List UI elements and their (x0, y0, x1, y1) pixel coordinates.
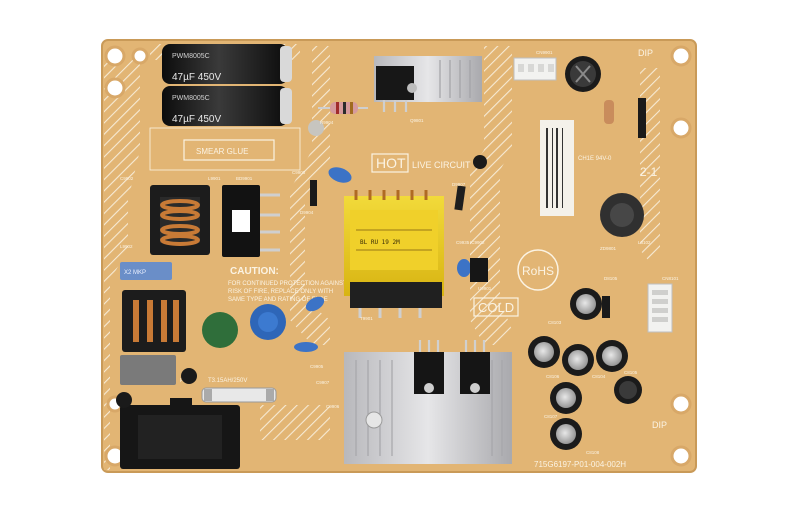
bridge-rectifier (222, 185, 280, 257)
svg-text:C9903: C9903 (292, 170, 306, 175)
svg-text:CN9901: CN9901 (536, 50, 553, 55)
hatch-zone-bottom-left (260, 405, 330, 440)
svg-text:L9902: L9902 (120, 244, 133, 249)
board-revision: 2-1 (640, 165, 658, 179)
rohs-logo: RoHS (522, 264, 554, 278)
small-caps-left (116, 368, 197, 408)
svg-text:C8106: C8106 (546, 374, 560, 379)
resistor (318, 102, 368, 114)
svg-text:C9902: C9902 (120, 176, 134, 181)
caution-line-1: FOR CONTINUED PROTECTION AGAINST (228, 281, 347, 287)
reference-designators: C9902 C9903 L9901 BD9901 CN9901 R9904 D9… (120, 50, 679, 455)
grey-component (120, 355, 176, 385)
svg-text:D9907: D9907 (452, 182, 466, 187)
diode (310, 180, 317, 206)
green-varistor (202, 312, 238, 348)
connector-output (647, 283, 673, 333)
fuse-rating: T3.15AH/250V (208, 378, 247, 384)
svg-text:C9907: C9907 (316, 380, 330, 385)
hatch-zone-mid (290, 46, 330, 345)
caution-block: CAUTION: FOR CONTINUED PROTECTION AGAINS… (228, 266, 347, 303)
x-capacitor (120, 262, 172, 280)
cap-brand-b: PWM8005C (172, 95, 210, 102)
svg-text:L8102: L8102 (638, 240, 651, 245)
svg-text:R9904: R9904 (320, 120, 334, 125)
svg-text:C8105: C8105 (624, 370, 638, 375)
caution-line-3: SAME TYPE AND RATING OF FUSE (228, 297, 328, 303)
electrolytic-top-right (565, 56, 601, 92)
svg-text:C8107: C8107 (544, 414, 558, 419)
dip-marker-top: DIP (638, 48, 653, 58)
ceramic-capacitors (294, 167, 471, 352)
svg-text:Q9801: Q9801 (410, 118, 424, 123)
common-mode-choke-2 (122, 290, 186, 352)
svg-text:L9901: L9901 (208, 176, 221, 181)
svg-text:CN8101: CN8101 (662, 276, 679, 281)
board-cert: CH1E 94V-0 (578, 156, 612, 162)
top-heatsink (374, 56, 482, 112)
svg-text:D9904: D9904 (300, 210, 314, 215)
svg-text:C9905: C9905 (310, 364, 324, 369)
live-circuit-label: LIVE CIRCUIT (412, 160, 471, 170)
secondary-capacitors (528, 288, 642, 450)
grey-capacitor (308, 120, 324, 136)
cap-brand-a: PWM8005C (172, 53, 210, 60)
svg-text:C8104: C8104 (592, 374, 606, 379)
output-inductor (600, 193, 644, 237)
svg-text:X2 MKP: X2 MKP (124, 270, 146, 276)
cold-label: COLD (478, 300, 514, 315)
optocoupler (470, 258, 488, 282)
mounting-holes (104, 45, 692, 467)
caution-title: CAUTION: (230, 266, 279, 277)
caution-line-2: RISK OF FIRE, REPLACE ONLY WITH (228, 289, 333, 295)
small-electrolytics-mid (454, 155, 487, 211)
hot-label: HOT (376, 155, 406, 171)
ac-input-connector (120, 398, 240, 469)
connector-top (513, 57, 557, 81)
bulk-capacitors: PWM8005C 47µF 450V PWM8005C 47µF 450V (162, 44, 292, 126)
svg-text:U9901: U9901 (478, 286, 492, 291)
svg-text:ZD9801: ZD9801 (600, 246, 617, 251)
svg-text:IC9902: IC9902 (470, 240, 485, 245)
cap-rating-b: 47µF 450V (172, 114, 221, 125)
bottom-heatsink (344, 340, 512, 464)
svg-text:T9901: T9901 (360, 316, 373, 321)
diode-right (638, 98, 646, 138)
cap-rating-a: 47µF 450V (172, 72, 221, 83)
svg-text:C8103: C8103 (548, 320, 562, 325)
svg-text:C9935: C9935 (456, 240, 470, 245)
hatch-zone-left (104, 60, 140, 470)
svg-text:D8105: D8105 (604, 276, 618, 281)
hatch-zone-right (640, 68, 660, 260)
svg-text:C8108: C8108 (586, 450, 600, 455)
dip-marker-bottom: DIP (652, 420, 667, 430)
common-mode-choke-1 (150, 185, 210, 255)
svg-text:C9906: C9906 (326, 404, 340, 409)
svg-text:BL RU 19 2M: BL RU 19 2M (360, 239, 400, 246)
transformer: BL RU 19 2M (344, 190, 444, 318)
smear-glue-label: SMEAR GLUE (196, 147, 248, 156)
resistor-right (604, 100, 614, 124)
svg-text:BD9901: BD9901 (236, 176, 253, 181)
pcb-part-number: 715G6197-P01-004-002H (534, 460, 626, 469)
